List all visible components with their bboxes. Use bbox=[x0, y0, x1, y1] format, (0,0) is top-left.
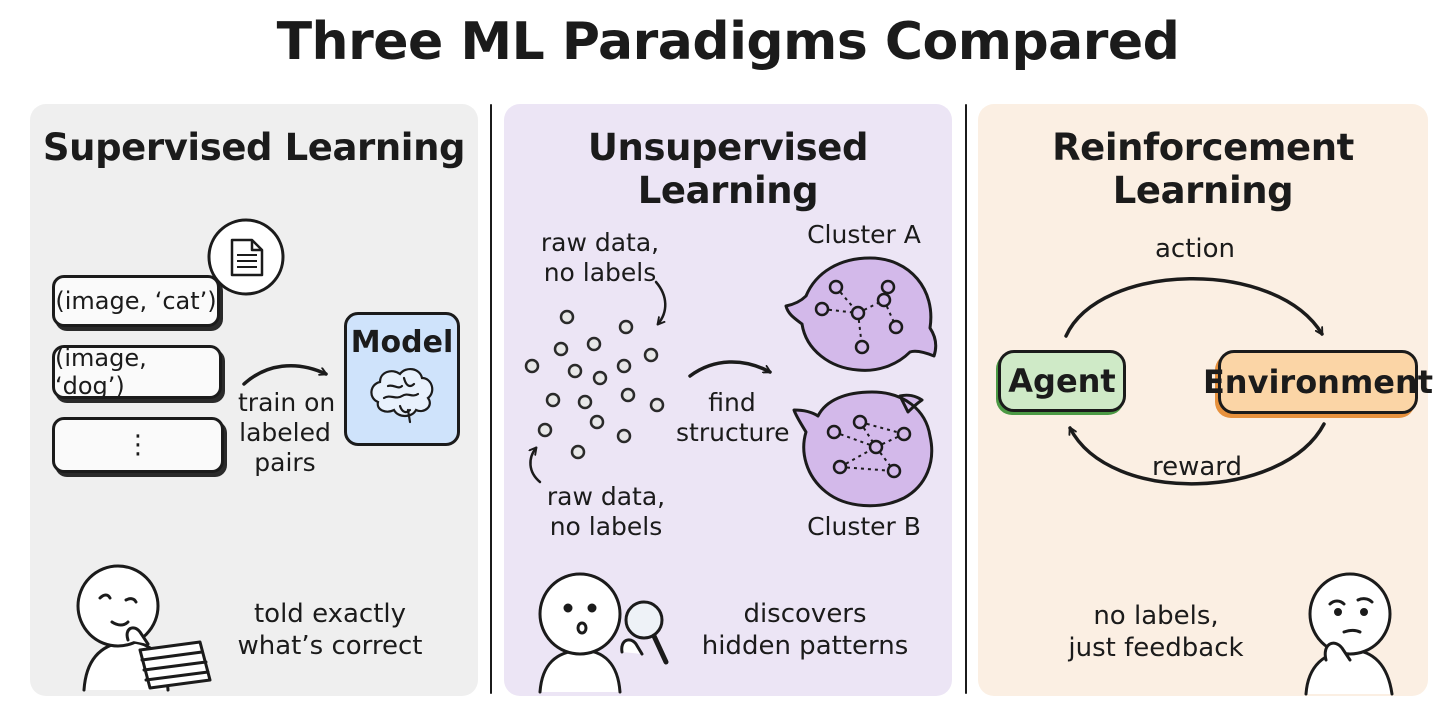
pair-label: (image, ‘cat’) bbox=[55, 287, 217, 315]
action-label: action bbox=[1154, 234, 1236, 264]
magnifier-person-icon bbox=[538, 572, 669, 694]
model-label: Model bbox=[350, 325, 454, 360]
panel-divider bbox=[490, 104, 492, 694]
cluster-a-label: Cluster A bbox=[807, 220, 921, 249]
agent-box: Agent bbox=[998, 350, 1126, 412]
panel-title-supervised: Supervised Learning bbox=[42, 126, 466, 169]
labeled-pair-more: ⋮ bbox=[52, 417, 224, 473]
environment-label: Environment bbox=[1202, 363, 1434, 401]
arrow-icon bbox=[242, 363, 328, 386]
brain-icon bbox=[370, 368, 434, 424]
panel-title-reinforcement: Reinforcement Learning bbox=[1052, 126, 1354, 212]
panel-title-unsupervised: Unsupervised Learning bbox=[587, 126, 869, 212]
reward-label: reward bbox=[1151, 452, 1243, 482]
labeled-pair-dog: (image, ‘dog’) bbox=[52, 344, 222, 400]
arrow-icon bbox=[530, 448, 542, 484]
caption-unsupervised: discovers hidden patterns bbox=[701, 599, 909, 661]
cluster-a-bubble bbox=[784, 256, 938, 372]
panel-divider bbox=[965, 104, 967, 694]
reward-arrow bbox=[1068, 422, 1326, 486]
labeled-pair-cat: (image, ‘cat’) bbox=[52, 275, 220, 327]
pair-label: (image, ‘dog’) bbox=[55, 344, 147, 400]
environment-box: Environment bbox=[1203, 350, 1433, 414]
cluster-b-bubble bbox=[792, 390, 934, 508]
action-arrow bbox=[1064, 277, 1324, 338]
caption-reinforcement: no labels, just feedback bbox=[1068, 601, 1244, 663]
cluster-b-label: Cluster B bbox=[807, 512, 921, 541]
raw-data-label-top: raw data, no labels bbox=[540, 228, 660, 287]
arrow-icon bbox=[654, 280, 667, 324]
document-icon bbox=[207, 218, 285, 296]
caption-supervised: told exactly what’s correct bbox=[237, 599, 423, 661]
pair-label: ⋮ bbox=[125, 430, 151, 460]
raw-data-label-bottom: raw data, no labels bbox=[546, 482, 666, 541]
train-label: train on labeled pairs bbox=[238, 388, 336, 477]
arrow-icon bbox=[688, 360, 772, 378]
thinking-person-icon bbox=[76, 564, 212, 692]
find-structure-label: find structure bbox=[676, 388, 790, 447]
thinking-person-icon bbox=[1304, 572, 1394, 696]
page-title: Three ML Paradigms Compared bbox=[276, 12, 1180, 72]
agent-label: Agent bbox=[1008, 362, 1116, 400]
raw-data-points bbox=[524, 309, 665, 460]
